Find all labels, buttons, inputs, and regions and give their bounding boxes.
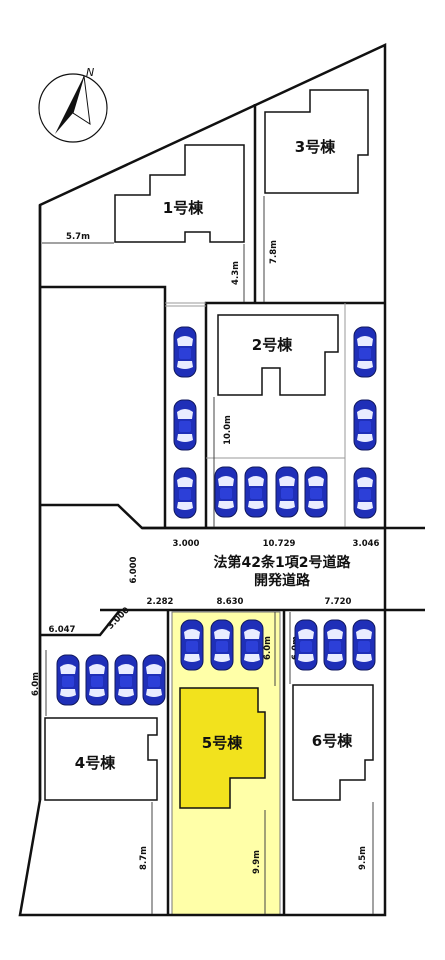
building-3-label: 3号棟 [295, 138, 336, 156]
dim-6-0m-lot5: 6.0m [263, 636, 273, 660]
compass-label: N [86, 66, 94, 79]
dim-8-7m: 8.7m [139, 846, 149, 870]
dim-6-047: 6.047 [49, 625, 76, 635]
dim-6-000-side: 6.000 [129, 556, 139, 583]
dim-9-9m: 9.9m [252, 850, 262, 874]
car-icon [210, 619, 234, 671]
dim-5-7m: 5.7m [66, 232, 90, 242]
building-4 [44, 717, 158, 801]
building-5-label: 5号棟 [202, 734, 243, 752]
road-label-line1: 法第42条1項2号道路 [214, 554, 352, 571]
car-icon [142, 654, 166, 706]
building-4-label: 4号棟 [75, 754, 116, 772]
building-1 [114, 144, 245, 243]
car-icon [214, 466, 238, 518]
dim-9-5m: 9.5m [358, 846, 368, 870]
building-2 [217, 314, 339, 396]
car-icon [173, 467, 197, 519]
thin-lot-lines [165, 302, 346, 528]
dim-10-729: 10.729 [263, 539, 296, 549]
road-corner [40, 609, 121, 637]
car-icon [173, 399, 197, 451]
car-icon [240, 619, 264, 671]
north-arrow-icon: N [38, 66, 108, 143]
dim-7-8m: 7.8m [269, 240, 279, 264]
car-icon [353, 326, 377, 378]
car-icon [173, 326, 197, 378]
car-icon [352, 619, 376, 671]
dim-3-046: 3.046 [353, 539, 380, 549]
car-icon [353, 467, 377, 519]
car-icon [304, 466, 328, 518]
building-6-label: 6号棟 [312, 732, 353, 750]
dim-8-630: 8.630 [217, 597, 244, 607]
car-icon [114, 654, 138, 706]
car-icon [323, 619, 347, 671]
building-2-label: 2号棟 [252, 336, 293, 354]
building-5 [179, 687, 266, 809]
dim-2-282: 2.282 [147, 597, 174, 607]
dimension-lines [42, 196, 374, 914]
road-label-line2: 開発道路 [254, 572, 311, 589]
building-6 [292, 684, 374, 801]
dim-3-000-top: 3.000 [173, 539, 200, 549]
dim-7-720: 7.720 [325, 597, 352, 607]
car-icon [275, 466, 299, 518]
dim-4-3m: 4.3m [231, 261, 241, 285]
building-3 [264, 89, 369, 194]
south-lot-lines [38, 610, 286, 915]
car-icon [294, 619, 318, 671]
car-icon [56, 654, 80, 706]
dim-10-0m: 10.0m [223, 415, 233, 445]
car-icon [180, 619, 204, 671]
building-1-label: 1号棟 [163, 199, 204, 217]
car-icon [244, 466, 268, 518]
dim-6-0m-lot4: 6.0m [31, 672, 41, 696]
car-icon [353, 399, 377, 451]
car-icon [85, 654, 109, 706]
